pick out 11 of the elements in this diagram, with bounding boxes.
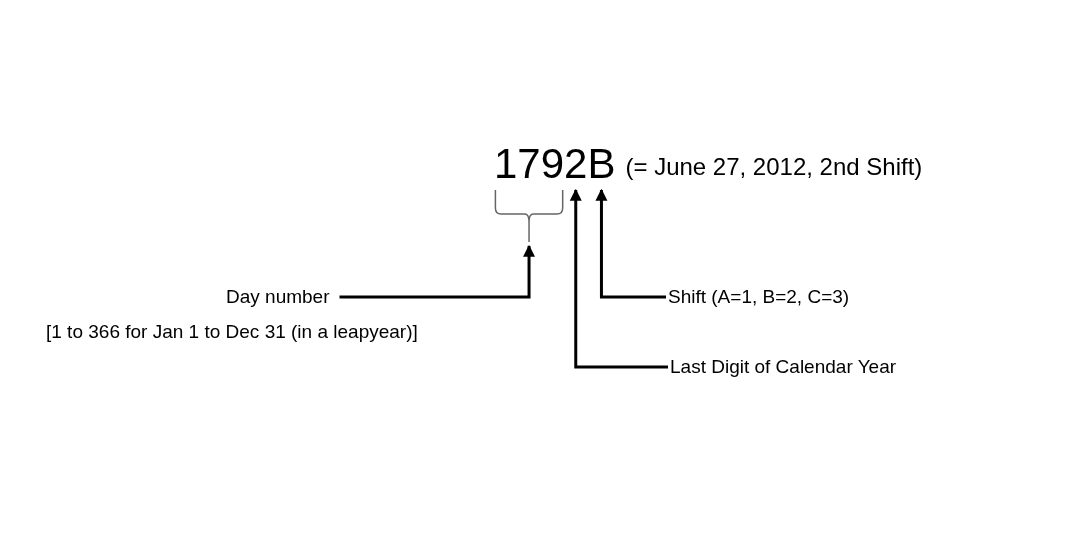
field-label: Last Digit of Calendar Year	[670, 355, 897, 379]
field-label: Day number	[226, 285, 330, 309]
arrow	[339, 244, 536, 299]
arrow	[569, 188, 668, 369]
field-label: Shift (A=1, B=2, C=3)	[668, 285, 850, 309]
field-range-note: [1 to 366 for Jan 1 to Dec 31 (in a leapyear)]	[46, 320, 418, 344]
code-character: B	[587, 140, 616, 188]
decoded-date-text: (= June 27, 2012, 2nd Shift)	[625, 152, 923, 182]
code-digits: 179	[494, 140, 565, 188]
code-character: 2	[564, 140, 588, 188]
arrow	[595, 188, 666, 299]
